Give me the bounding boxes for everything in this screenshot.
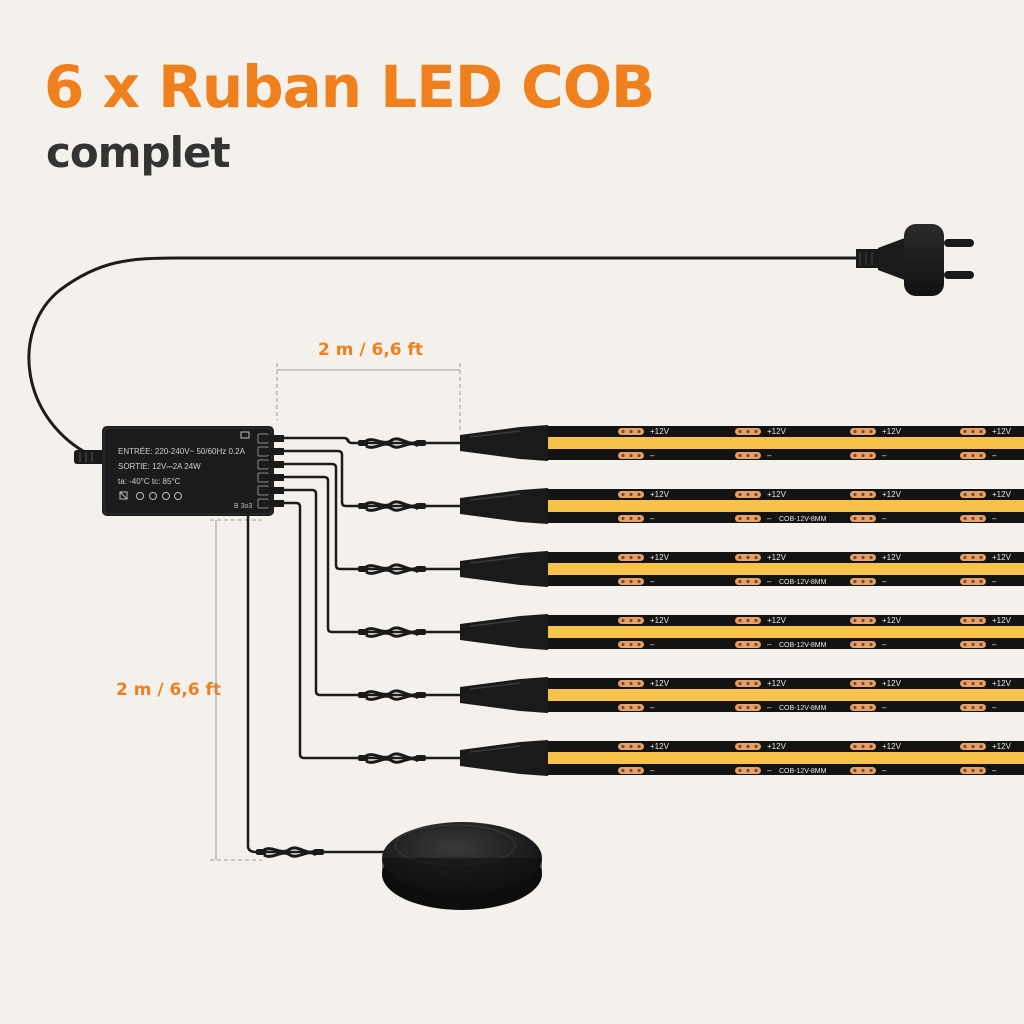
strip-plus-label: +12V bbox=[650, 490, 670, 499]
vertical-length-label: 2 m / 6,6 ft bbox=[116, 680, 222, 700]
wire-connector bbox=[358, 752, 426, 764]
strip-plus-label: +12V bbox=[767, 427, 787, 436]
strip-wire bbox=[284, 475, 462, 634]
strip-minus-label: – bbox=[992, 640, 997, 649]
strip-plus-label: +12V bbox=[992, 616, 1012, 625]
sensor-connector bbox=[256, 846, 324, 858]
strip-minus-label: – bbox=[650, 514, 655, 523]
led-strip: +12V–+12V–COB-12V-8MM+12V–+12V– bbox=[460, 614, 1024, 650]
strip-minus-label: – bbox=[882, 451, 887, 460]
strip-model-label: COB-12V-8MM bbox=[779, 768, 827, 775]
strip-plus-label: +12V bbox=[650, 616, 670, 625]
strip-plus-label: +12V bbox=[650, 427, 670, 436]
strip-minus-label: – bbox=[767, 703, 772, 712]
controller-code-label: B 3o3 bbox=[234, 503, 252, 510]
strip-minus-label: – bbox=[882, 577, 887, 586]
strip-minus-label: – bbox=[992, 514, 997, 523]
sensor-wire bbox=[246, 510, 385, 854]
vertical-dimension-guide bbox=[210, 519, 262, 861]
strip-plus-label: +12V bbox=[882, 427, 902, 436]
strip-minus-label: – bbox=[767, 514, 772, 523]
connection-wires bbox=[284, 436, 462, 764]
wire-connector bbox=[358, 626, 426, 638]
strip-plus-label: +12V bbox=[992, 490, 1012, 499]
strip-plus-label: +12V bbox=[992, 553, 1012, 562]
strip-minus-label: – bbox=[882, 640, 887, 649]
horizontal-length-label: 2 m / 6,6 ft bbox=[318, 340, 424, 360]
page-title: 6 x Ruban LED COB bbox=[44, 53, 655, 121]
strip-plus-label: +12V bbox=[992, 679, 1012, 688]
strip-wire bbox=[284, 488, 462, 697]
controller-box: ENTRÉE: 220-240V~ 50/60Hz 0.2A SORTIE: 1… bbox=[102, 426, 284, 516]
strip-minus-label: – bbox=[882, 703, 887, 712]
strip-model-label: COB-12V-8MM bbox=[779, 705, 827, 712]
cord-strain-relief bbox=[74, 450, 108, 464]
horizontal-dimension-guide bbox=[276, 363, 461, 430]
strip-minus-label: – bbox=[650, 451, 655, 460]
strip-wire bbox=[284, 501, 462, 760]
strip-plus-label: +12V bbox=[767, 553, 787, 562]
strip-plus-label: +12V bbox=[882, 553, 902, 562]
controller-output-label: SORTIE: 12V⎓2A 24W bbox=[118, 462, 201, 471]
strip-minus-label: – bbox=[882, 766, 887, 775]
wire-connector bbox=[358, 500, 426, 512]
strip-model-label: COB-12V-8MM bbox=[779, 579, 827, 586]
strip-plus-label: +12V bbox=[992, 427, 1012, 436]
controller-temp-label: ta: -40°C tc: 85°C bbox=[118, 477, 181, 486]
led-strip: +12V–+12V–COB-12V-8MM+12V–+12V– bbox=[460, 551, 1024, 587]
strip-plus-label: +12V bbox=[992, 742, 1012, 751]
output-ports bbox=[257, 433, 284, 509]
strip-minus-label: – bbox=[992, 766, 997, 775]
led-strip: +12V–+12V–COB-12V-8MM+12V–+12V– bbox=[460, 677, 1024, 713]
strip-plus-label: +12V bbox=[882, 616, 902, 625]
strip-plus-label: +12V bbox=[767, 490, 787, 499]
certification-icons bbox=[119, 491, 182, 500]
strip-minus-label: – bbox=[650, 640, 655, 649]
strip-minus-label: – bbox=[992, 451, 997, 460]
led-strip: +12V – +12V – +12V – +12V – bbox=[460, 425, 1024, 461]
strip-model-label: COB-12V-8MM bbox=[779, 642, 827, 649]
strip-minus-label: – bbox=[650, 703, 655, 712]
strip-plus-label: +12V bbox=[650, 742, 670, 751]
wire-connector bbox=[358, 689, 426, 701]
strip-model-label: COB-12V-8MM bbox=[779, 516, 827, 523]
led-strip: +12V–+12V–COB-12V-8MM+12V–+12V– bbox=[460, 740, 1024, 776]
strip-plus-label: +12V bbox=[882, 490, 902, 499]
strip-minus-label: – bbox=[767, 640, 772, 649]
strip-plus-label: +12V bbox=[767, 679, 787, 688]
power-cord bbox=[27, 256, 862, 458]
strip-plus-label: +12V bbox=[650, 553, 670, 562]
strip-plus-label: +12V bbox=[882, 679, 902, 688]
led-strip: +12V–+12V–COB-12V-8MM+12V–+12V– bbox=[460, 488, 1024, 524]
strip-wire bbox=[284, 449, 462, 508]
strip-minus-label: – bbox=[767, 451, 772, 460]
strip-minus-label: – bbox=[650, 577, 655, 586]
controller-input-label: ENTRÉE: 220-240V~ 50/60Hz 0.2A bbox=[118, 447, 246, 456]
strip-minus-label: – bbox=[650, 766, 655, 775]
strip-minus-label: – bbox=[767, 766, 772, 775]
strip-plus-label: +12V bbox=[650, 679, 670, 688]
strip-minus-label: – bbox=[992, 703, 997, 712]
wire-connector bbox=[358, 563, 426, 575]
wire-connector bbox=[358, 437, 426, 449]
strip-wire bbox=[284, 462, 462, 571]
strip-wire bbox=[284, 436, 462, 445]
touch-sensor-puck[interactable] bbox=[382, 822, 542, 910]
strip-minus-label: – bbox=[767, 577, 772, 586]
strip-minus-label: – bbox=[992, 577, 997, 586]
led-strips: +12V–+12V–+12V–+12V–+12V–+12V–COB-12V-8M… bbox=[460, 425, 1024, 776]
strip-plus-label: +12V bbox=[882, 742, 902, 751]
strip-minus-label: – bbox=[882, 514, 887, 523]
page-subtitle: complet bbox=[46, 128, 231, 177]
strip-plus-label: +12V bbox=[767, 742, 787, 751]
strip-plus-label: +12V bbox=[767, 616, 787, 625]
wire-connector bbox=[256, 846, 324, 858]
power-plug-icon bbox=[856, 224, 974, 296]
